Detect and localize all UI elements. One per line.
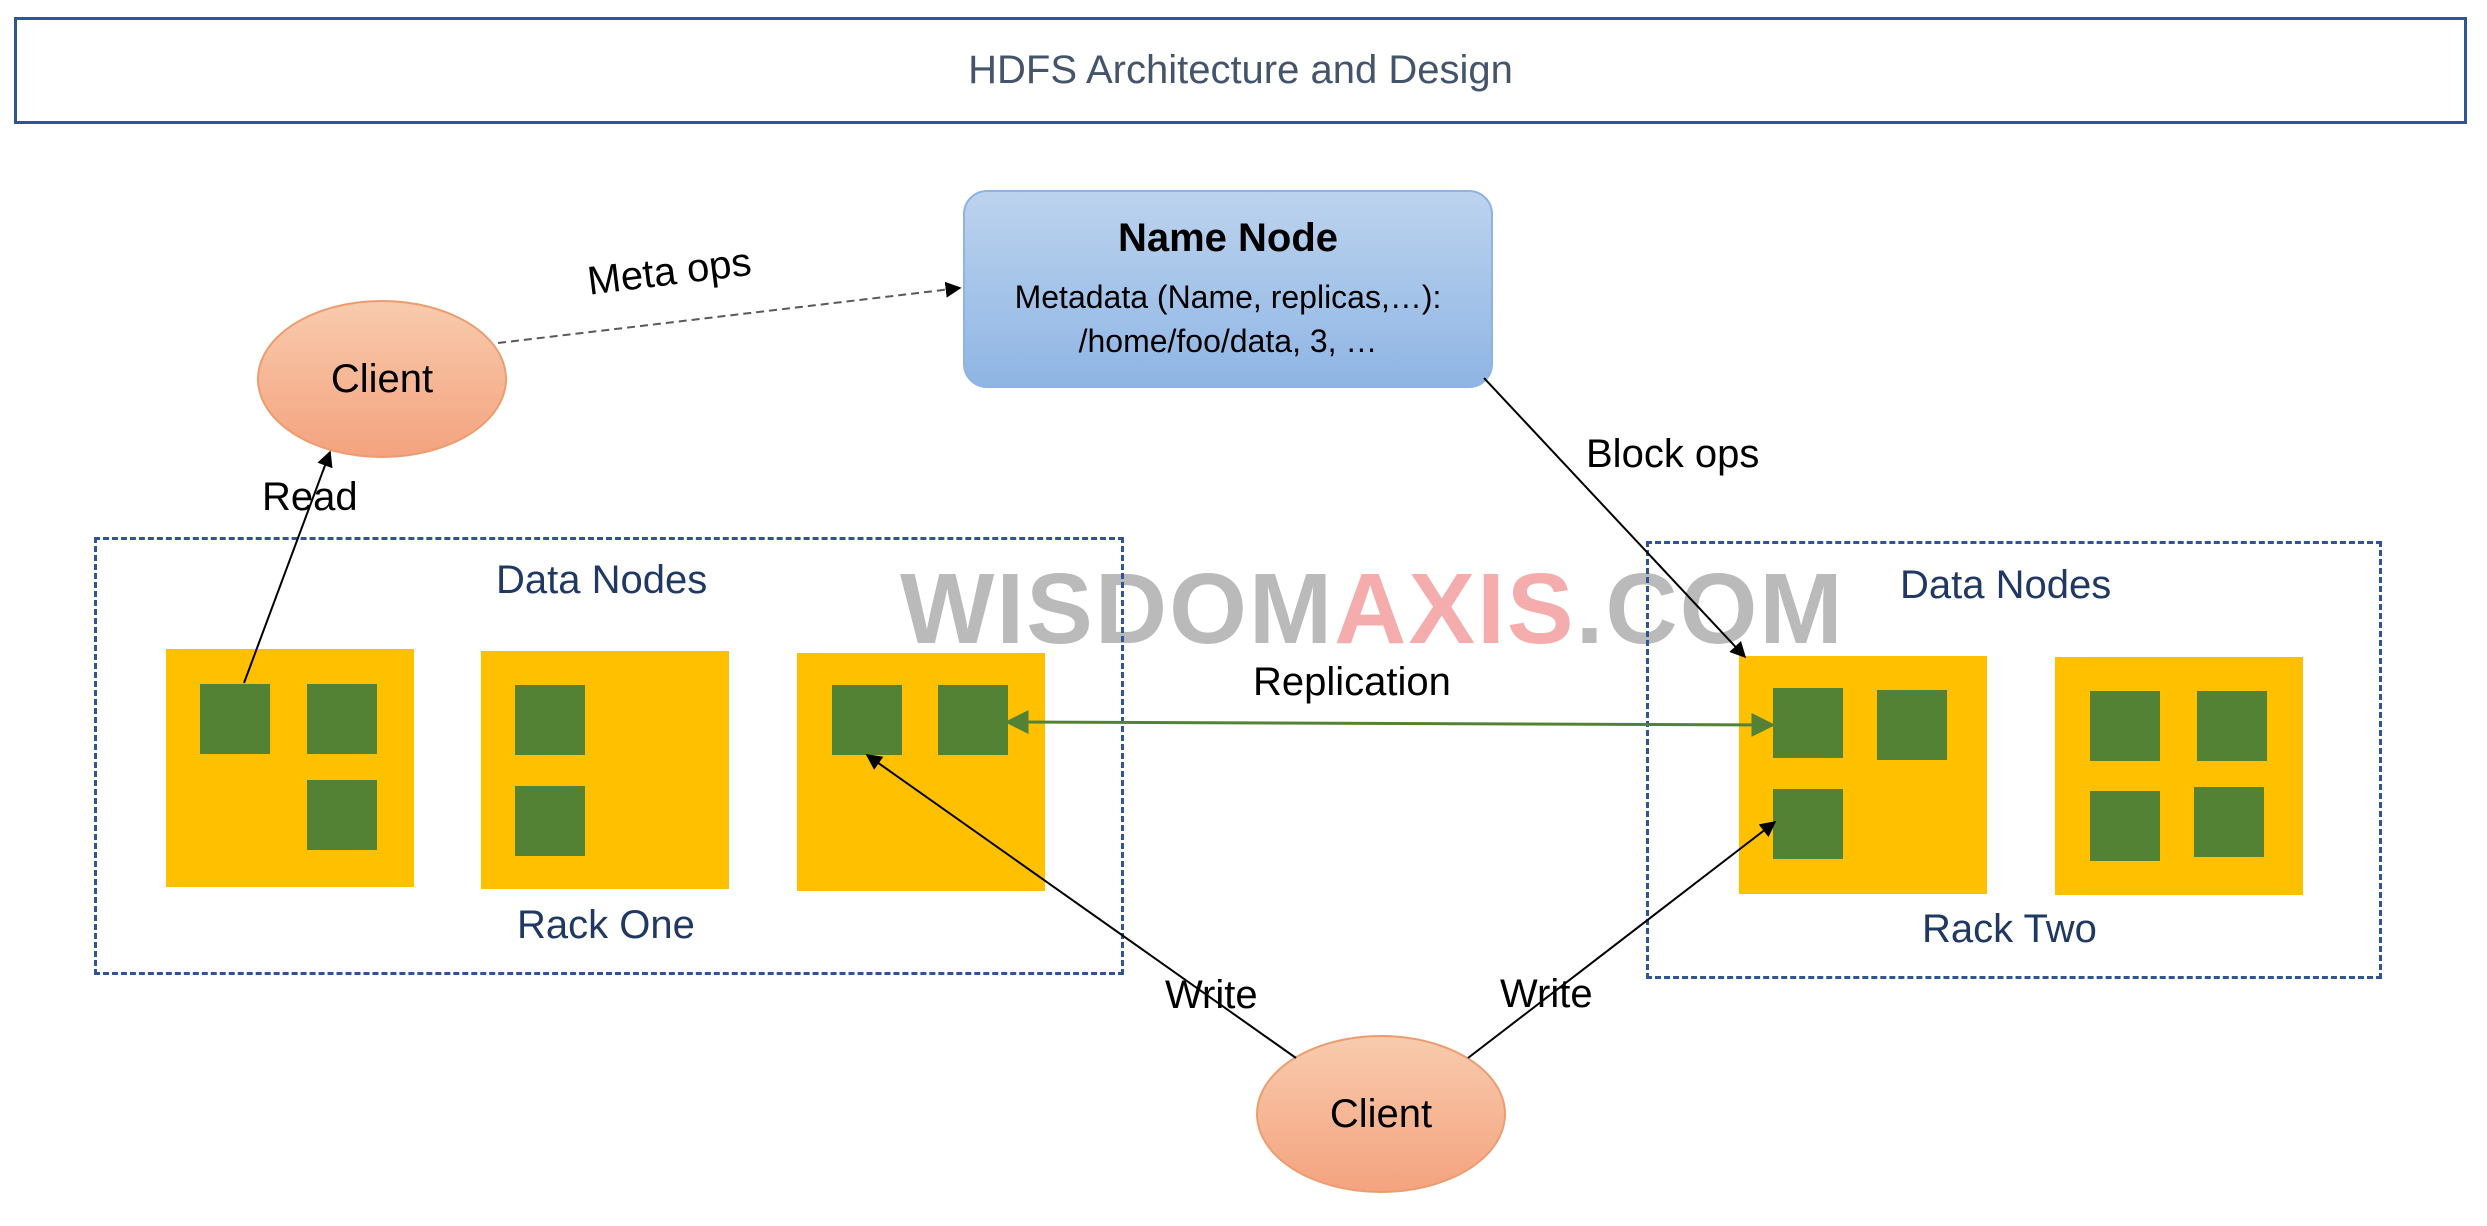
write-left-arrow xyxy=(865,754,1297,1059)
rack-two-name: Rack Two xyxy=(1922,907,2097,951)
block xyxy=(2090,791,2160,861)
rack-two-title: Data Nodes xyxy=(1900,563,2112,607)
data-node-r1-1 xyxy=(166,649,414,887)
diagram-title-text: HDFS Architecture and Design xyxy=(968,48,1513,92)
watermark-part2: AXIS xyxy=(1334,553,1576,665)
block xyxy=(307,780,377,850)
block xyxy=(2194,787,2264,857)
data-node-r2-2 xyxy=(2055,657,2303,895)
client-bottom-label: Client xyxy=(1329,1091,1433,1136)
read-arrow xyxy=(243,450,333,684)
watermark: WISDOMAXIS.COM xyxy=(900,552,1845,667)
diagram-title: HDFS Architecture and Design xyxy=(14,17,2467,124)
name-node-metadata-line2: /home/foo/data, 3, … xyxy=(1078,322,1378,359)
block xyxy=(200,684,270,754)
block xyxy=(1773,688,1843,758)
name-node: Name Node Metadata (Name, replicas,…): /… xyxy=(963,190,1493,388)
block xyxy=(2090,691,2160,761)
rack-one xyxy=(94,537,1124,975)
block-ops-label: Block ops xyxy=(1586,432,1760,476)
block xyxy=(938,685,1008,755)
data-node-r2-1 xyxy=(1739,656,1987,894)
watermark-part1: WISDOM xyxy=(900,553,1335,665)
write-left-label: Write xyxy=(1165,973,1258,1017)
replication-arrow xyxy=(1004,710,1776,737)
block xyxy=(1877,690,1947,760)
block xyxy=(832,685,902,755)
data-node-r1-2 xyxy=(481,651,729,889)
meta-ops-arrow xyxy=(497,281,962,344)
block xyxy=(1773,789,1843,859)
client-bottom: Client xyxy=(1256,1035,1506,1193)
read-label: Read xyxy=(262,475,358,519)
name-node-metadata-line1: Metadata (Name, replicas,…): xyxy=(1014,278,1442,315)
block xyxy=(307,684,377,754)
block xyxy=(515,685,585,755)
rack-one-name: Rack One xyxy=(517,903,695,947)
block xyxy=(515,786,585,856)
replication-label: Replication xyxy=(1253,660,1451,704)
write-right-label: Write xyxy=(1500,972,1593,1016)
rack-one-title: Data Nodes xyxy=(496,558,708,602)
block xyxy=(2197,691,2267,761)
watermark-part3: .COM xyxy=(1575,553,1845,665)
rack-two xyxy=(1646,541,2382,979)
write-right-arrow xyxy=(1467,821,1777,1059)
block-ops-arrow xyxy=(1483,377,1747,659)
client-top: Client xyxy=(257,300,507,458)
client-top-label: Client xyxy=(330,356,434,401)
name-node-title: Name Node xyxy=(1117,215,1339,260)
